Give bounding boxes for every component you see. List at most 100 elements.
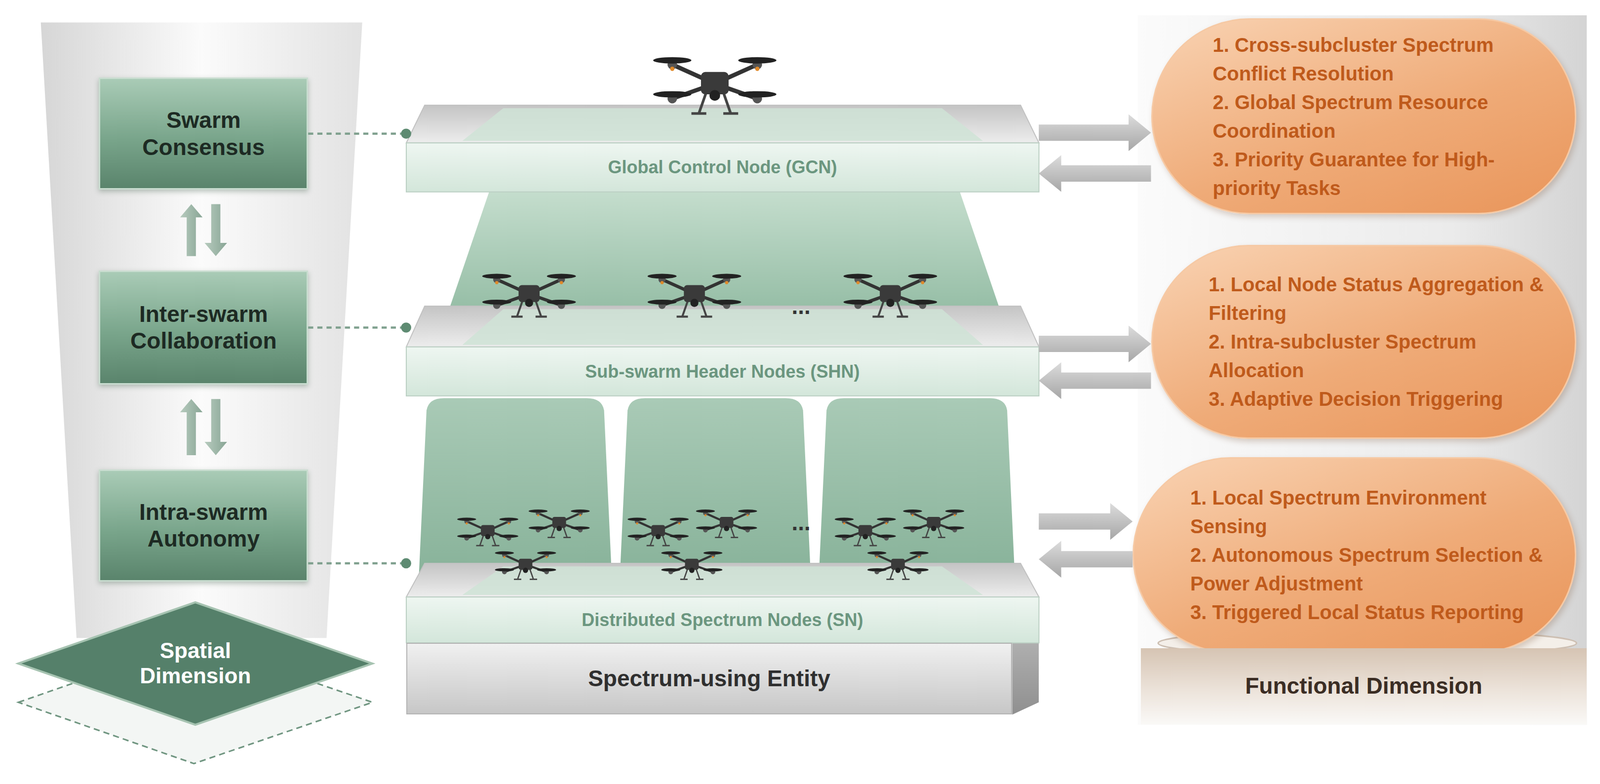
interaction-arrow bbox=[204, 398, 228, 456]
function-item: 3. Adaptive Decision Triggering bbox=[1208, 384, 1503, 414]
arrow-shape bbox=[180, 398, 203, 456]
entity-block: Spectrum-using Entity bbox=[406, 642, 1013, 715]
drone-icon bbox=[457, 517, 519, 547]
text-group: Distributed Spectrum Nodes (SN) bbox=[406, 596, 1040, 643]
band-front-face bbox=[406, 596, 1040, 643]
function-pill: 1. Cross-subcluster Spectrum Conflict Re… bbox=[1151, 18, 1577, 215]
band-top-face bbox=[406, 306, 1040, 348]
text-group: 1. Cross-subcluster Spectrum Conflict Re… bbox=[1152, 19, 1576, 213]
dashed-leader bbox=[308, 322, 412, 333]
level-label: Inter-swarm Collaboration bbox=[112, 300, 295, 355]
drone-icon bbox=[482, 273, 577, 317]
coverage-beam bbox=[619, 397, 812, 587]
level-box: Intra-swarm Autonomy bbox=[98, 469, 309, 582]
drone-icon bbox=[653, 57, 777, 114]
ellipsis-label: ... bbox=[791, 292, 811, 320]
coverage-beam bbox=[818, 397, 1016, 587]
layer-label: Sub-swarm Header Nodes (SHN) bbox=[585, 360, 860, 383]
dashed-leader bbox=[308, 128, 412, 139]
dimension-base: Functional Dimension bbox=[1140, 648, 1587, 725]
text-group: Global Control Node (GCN) bbox=[406, 142, 1040, 192]
leader-dot bbox=[400, 558, 412, 569]
drone-icon bbox=[528, 509, 590, 538]
drone-icon bbox=[647, 273, 742, 317]
text-group: Spectrum-using Entity bbox=[407, 643, 1012, 714]
arrow-shape bbox=[1038, 541, 1133, 578]
drone-icon bbox=[867, 551, 929, 580]
drone-icon bbox=[696, 509, 758, 538]
dashed-line bbox=[308, 132, 406, 135]
arrow-shape bbox=[180, 203, 203, 256]
layer-label: Distributed Spectrum Nodes (SN) bbox=[581, 609, 863, 631]
coverage-beam bbox=[443, 190, 1006, 325]
drone-icon bbox=[834, 517, 897, 547]
function-item: 2. Global Spectrum Resource Coordination bbox=[1212, 87, 1559, 146]
interaction-arrow bbox=[180, 398, 203, 456]
layer-band: Global Control Node (GCN) bbox=[406, 105, 1040, 193]
dashed-line bbox=[308, 562, 406, 565]
function-item: 1. Local Spectrum Environment Sensing bbox=[1190, 483, 1546, 541]
arrow-shape bbox=[204, 398, 228, 456]
band-outline bbox=[406, 563, 1040, 643]
drone-icon bbox=[902, 509, 965, 538]
layer-band: Distributed Spectrum Nodes (SN) bbox=[406, 563, 1040, 643]
dimension-label: Functional Dimension bbox=[1245, 672, 1483, 700]
arrow-shape bbox=[204, 203, 228, 256]
text-group: Intra-swarm Autonomy bbox=[100, 470, 307, 581]
band-top-face bbox=[406, 105, 1040, 143]
drone-icon bbox=[843, 273, 938, 317]
arrow-shape bbox=[1038, 114, 1151, 152]
dashed-leader bbox=[308, 558, 412, 569]
functional-column bbox=[1137, 15, 1587, 725]
dimension-label: Spatial Dimension bbox=[106, 638, 285, 689]
flow-arrow bbox=[1038, 325, 1151, 362]
text-group: 1. Local Spectrum Environment Sensing2. … bbox=[1133, 458, 1575, 652]
dimension-diamond: Spatial Dimension bbox=[18, 602, 373, 725]
layer-band: Sub-swarm Header Nodes (SHN) bbox=[406, 306, 1040, 396]
entity-label: Spectrum-using Entity bbox=[587, 664, 831, 693]
coverage-beam bbox=[418, 397, 613, 587]
band-front-face bbox=[406, 347, 1040, 396]
arrow-shape bbox=[1038, 155, 1151, 192]
level-box: Swarm Consensus bbox=[98, 77, 309, 190]
function-pill: 1. Local Node Status Aggregation & Filte… bbox=[1151, 244, 1577, 439]
flow-arrow bbox=[1038, 114, 1151, 152]
text-group: Functional Dimension bbox=[1140, 648, 1587, 725]
text-group: Spatial Dimension bbox=[18, 602, 373, 725]
text-group: 1. Local Node Status Aggregation & Filte… bbox=[1152, 246, 1576, 438]
interaction-arrow bbox=[204, 203, 228, 256]
band-outline bbox=[406, 105, 1040, 193]
level-box: Inter-swarm Collaboration bbox=[98, 270, 309, 386]
leader-dot bbox=[400, 128, 412, 139]
dimension-funnel bbox=[40, 22, 363, 638]
flow-arrow bbox=[1038, 541, 1133, 578]
function-item: 3. Triggered Local Status Reporting bbox=[1190, 597, 1524, 627]
arrow-shape bbox=[1038, 325, 1151, 362]
diamond-fill bbox=[18, 602, 373, 725]
function-item: 1. Cross-subcluster Spectrum Conflict Re… bbox=[1212, 30, 1559, 88]
level-label: Intra-swarm Autonomy bbox=[112, 498, 295, 553]
function-item: 2. Autonomous Spectrum Selection & Power… bbox=[1190, 540, 1546, 598]
function-item: 2. Intra-subcluster Spectrum Allocation bbox=[1208, 327, 1550, 385]
drone-icon bbox=[627, 517, 689, 547]
text-group: Sub-swarm Header Nodes (SHN) bbox=[406, 347, 1040, 396]
interaction-arrow bbox=[180, 203, 203, 256]
level-label: Swarm Consensus bbox=[112, 106, 295, 161]
dashed-line bbox=[308, 326, 406, 329]
layer-label: Global Control Node (GCN) bbox=[607, 156, 837, 178]
leader-dot bbox=[400, 322, 412, 333]
arrow-shape bbox=[1038, 362, 1151, 399]
flow-arrow bbox=[1038, 362, 1151, 399]
drone-icon bbox=[495, 551, 557, 580]
function-item: 3. Priority Guarantee for High-priority … bbox=[1212, 145, 1559, 203]
function-item: 1. Local Node Status Aggregation & Filte… bbox=[1208, 270, 1550, 328]
band-inner-face bbox=[462, 108, 983, 141]
drone-icon bbox=[661, 551, 723, 580]
function-pill: 1. Local Spectrum Environment Sensing2. … bbox=[1132, 457, 1577, 654]
flow-arrow bbox=[1038, 503, 1133, 540]
ellipsis-label: ... bbox=[791, 508, 811, 536]
band-outline bbox=[406, 306, 1040, 396]
